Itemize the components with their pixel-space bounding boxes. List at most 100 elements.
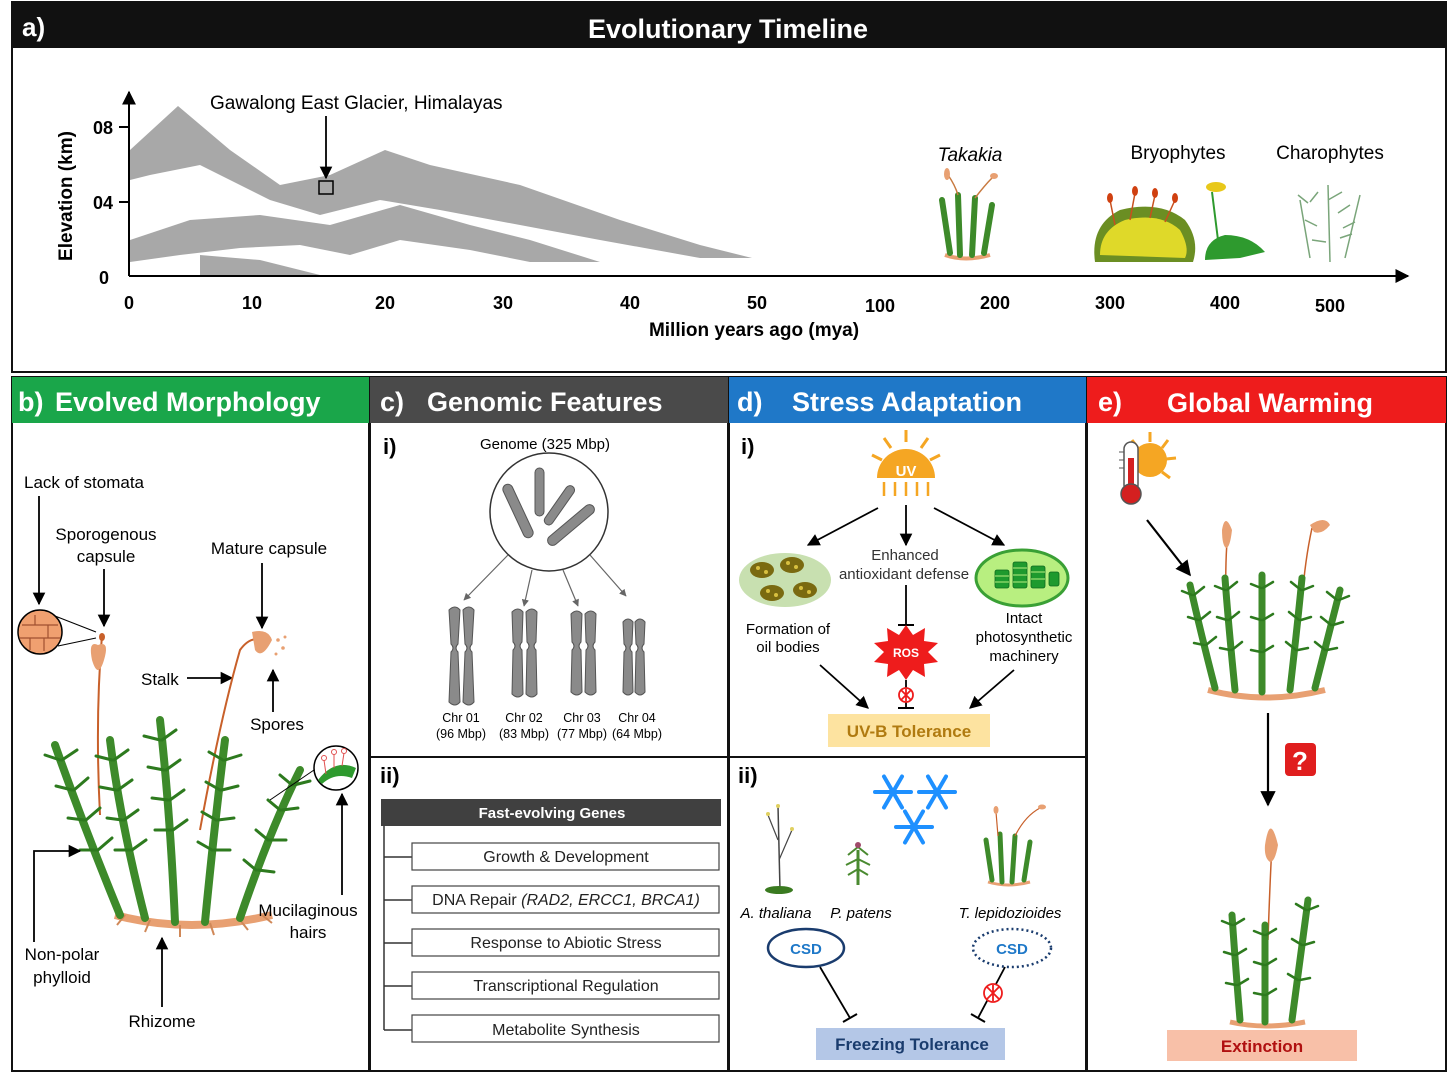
chr-02-size: (83 Mbp) xyxy=(499,727,549,741)
csd-label-left: CSD xyxy=(790,941,822,958)
ros-label: ROS xyxy=(893,646,919,660)
genes-header: Fast-evolving Genes xyxy=(479,805,626,822)
lineage-takakia: Takakia xyxy=(938,145,1003,166)
chr-03-size: (77 Mbp) xyxy=(557,727,607,741)
x-tick-0: 0 xyxy=(124,293,134,313)
genome-chromosomes xyxy=(502,467,595,546)
genome-label: Genome (325 Mbp) xyxy=(480,436,610,453)
panel-b-title: Evolved Morphology xyxy=(55,387,321,417)
intact-label-3: machinery xyxy=(989,648,1059,665)
mountain-illustration xyxy=(130,106,752,275)
chromosome-shapes xyxy=(448,606,646,706)
label-lack-of-stomata: Lack of stomata xyxy=(24,473,145,492)
panel-e-header xyxy=(1087,377,1446,423)
species-p-patens: P. patens xyxy=(830,905,892,922)
y-axis-label: Elevation (km) xyxy=(56,131,77,261)
uv-label: UV xyxy=(896,463,917,480)
oil-label-1: Formation of xyxy=(746,621,831,638)
healthy-moss-illustration xyxy=(1180,520,1351,701)
question-badge xyxy=(1285,743,1316,776)
x-tick-400: 400 xyxy=(1210,293,1240,313)
label-phylloid: phylloid xyxy=(33,968,91,987)
panel-c-header xyxy=(370,377,728,423)
csd-block-icon xyxy=(983,983,1003,1003)
genes-tree xyxy=(383,826,412,1031)
panel-a: a) Evolutionary Timeline Gawalong East G… xyxy=(11,1,1447,373)
x-tick-20: 20 xyxy=(375,293,395,313)
mucilaginous-magnifier xyxy=(269,745,359,801)
genes-header-bar xyxy=(381,799,721,826)
lineage-bryophytes: Bryophytes xyxy=(1130,143,1225,164)
csd-solid-ellipse xyxy=(766,927,846,969)
x-tick-500: 500 xyxy=(1315,296,1345,316)
panel-c-title: Genomic Features xyxy=(427,387,663,417)
csd-label-right: CSD xyxy=(996,941,1028,958)
gene-metabolite: Metabolite Synthesis xyxy=(492,1022,640,1039)
label-rhizome: Rhizome xyxy=(128,1012,195,1031)
uvb-tolerance-label: UV-B Tolerance xyxy=(847,722,971,741)
takakia-small-illustration xyxy=(983,804,1046,887)
panel-d-letter: d) xyxy=(737,387,762,417)
panel-e-letter: e) xyxy=(1098,387,1122,417)
location-label: Gawalong East Glacier, Himalayas xyxy=(210,93,503,114)
intact-label-2: photosynthetic xyxy=(976,629,1073,646)
oil-label-2: oil bodies xyxy=(756,639,819,656)
chr-04-name: Chr 04 xyxy=(618,711,656,725)
uv-sun-icon: UV xyxy=(871,430,941,496)
chr-02-name: Chr 02 xyxy=(505,711,543,725)
label-mature-capsule: Mature capsule xyxy=(211,539,327,558)
panel-e-title: Global Warming xyxy=(1167,388,1373,418)
x-tick-30: 30 xyxy=(493,293,513,313)
panel-a-letter: a) xyxy=(22,12,45,42)
freezing-tolerance-box xyxy=(816,1028,1005,1060)
thermometer-sun-icon xyxy=(1119,432,1177,505)
extinction-label: Extinction xyxy=(1221,1037,1303,1056)
ros-block-icon xyxy=(898,687,914,703)
label-sporogenous-2: capsule xyxy=(77,547,136,566)
panel-e: e) Global Warming xyxy=(1086,376,1447,1072)
bryophytes-illustration xyxy=(1094,182,1265,262)
label-mucilaginous-1: Mucilaginous xyxy=(258,901,357,920)
chr-04-size: (64 Mbp) xyxy=(612,727,662,741)
x-tick-10: 10 xyxy=(242,293,262,313)
x-tick-50: 50 xyxy=(747,293,767,313)
genome-split-arrows xyxy=(463,554,627,607)
oil-bodies-illustration xyxy=(739,553,831,607)
chloroplast-illustration xyxy=(974,548,1070,608)
stomata-magnifier xyxy=(17,609,97,655)
freezing-tolerance-label: Freezing Tolerance xyxy=(835,1035,989,1054)
gene-growth: Growth & Development xyxy=(483,849,649,866)
x-tick-300: 300 xyxy=(1095,293,1125,313)
y-ticks: 08 04 0 xyxy=(93,118,129,288)
panel-c-letter: c) xyxy=(380,387,404,417)
label-mucilaginous-2: hairs xyxy=(290,923,327,942)
panel-a-title: Evolutionary Timeline xyxy=(588,14,868,44)
panel-b-header xyxy=(12,377,369,423)
panel-c: c) Genomic Features i) ii) Genome (325 M… xyxy=(369,376,729,1072)
panel-d-title: Stress Adaptation xyxy=(792,387,1022,417)
takakia-illustration xyxy=(939,168,998,261)
chr-01-name: Chr 01 xyxy=(442,711,480,725)
csd-dotted-ellipse xyxy=(971,927,1053,969)
panel-c-sub-ii: ii) xyxy=(380,763,400,788)
gene-abiotic: Response to Abiotic Stress xyxy=(470,935,661,952)
enhanced-label-1: Enhanced xyxy=(871,547,939,564)
panel-b-letter: b) xyxy=(18,387,43,417)
chr-03-name: Chr 03 xyxy=(563,711,601,725)
ros-burst xyxy=(874,625,938,680)
glacier-marker xyxy=(318,180,334,195)
y-tick-08: 08 xyxy=(93,118,113,138)
physcomitrella-illustration xyxy=(845,842,871,885)
x-tick-100: 100 xyxy=(865,296,895,316)
lineage-charophytes: Charophytes xyxy=(1276,143,1384,164)
gene-dna-repair: DNA Repair (RAD2, ERCC1, BRCA1) xyxy=(432,892,700,909)
species-a-thaliana: A. thaliana xyxy=(740,905,812,922)
chr-01-size: (96 Mbp) xyxy=(436,727,486,741)
label-spores: Spores xyxy=(250,715,304,734)
panel-d-sub-i: i) xyxy=(741,434,754,459)
enhanced-label-2: antioxidant defense xyxy=(839,566,969,583)
question-mark: ? xyxy=(1292,746,1308,776)
panel-b: b) Evolved Morphology Lack of stomata Sp… xyxy=(11,376,370,1072)
gene-transcription: Transcriptional Regulation xyxy=(473,978,658,995)
